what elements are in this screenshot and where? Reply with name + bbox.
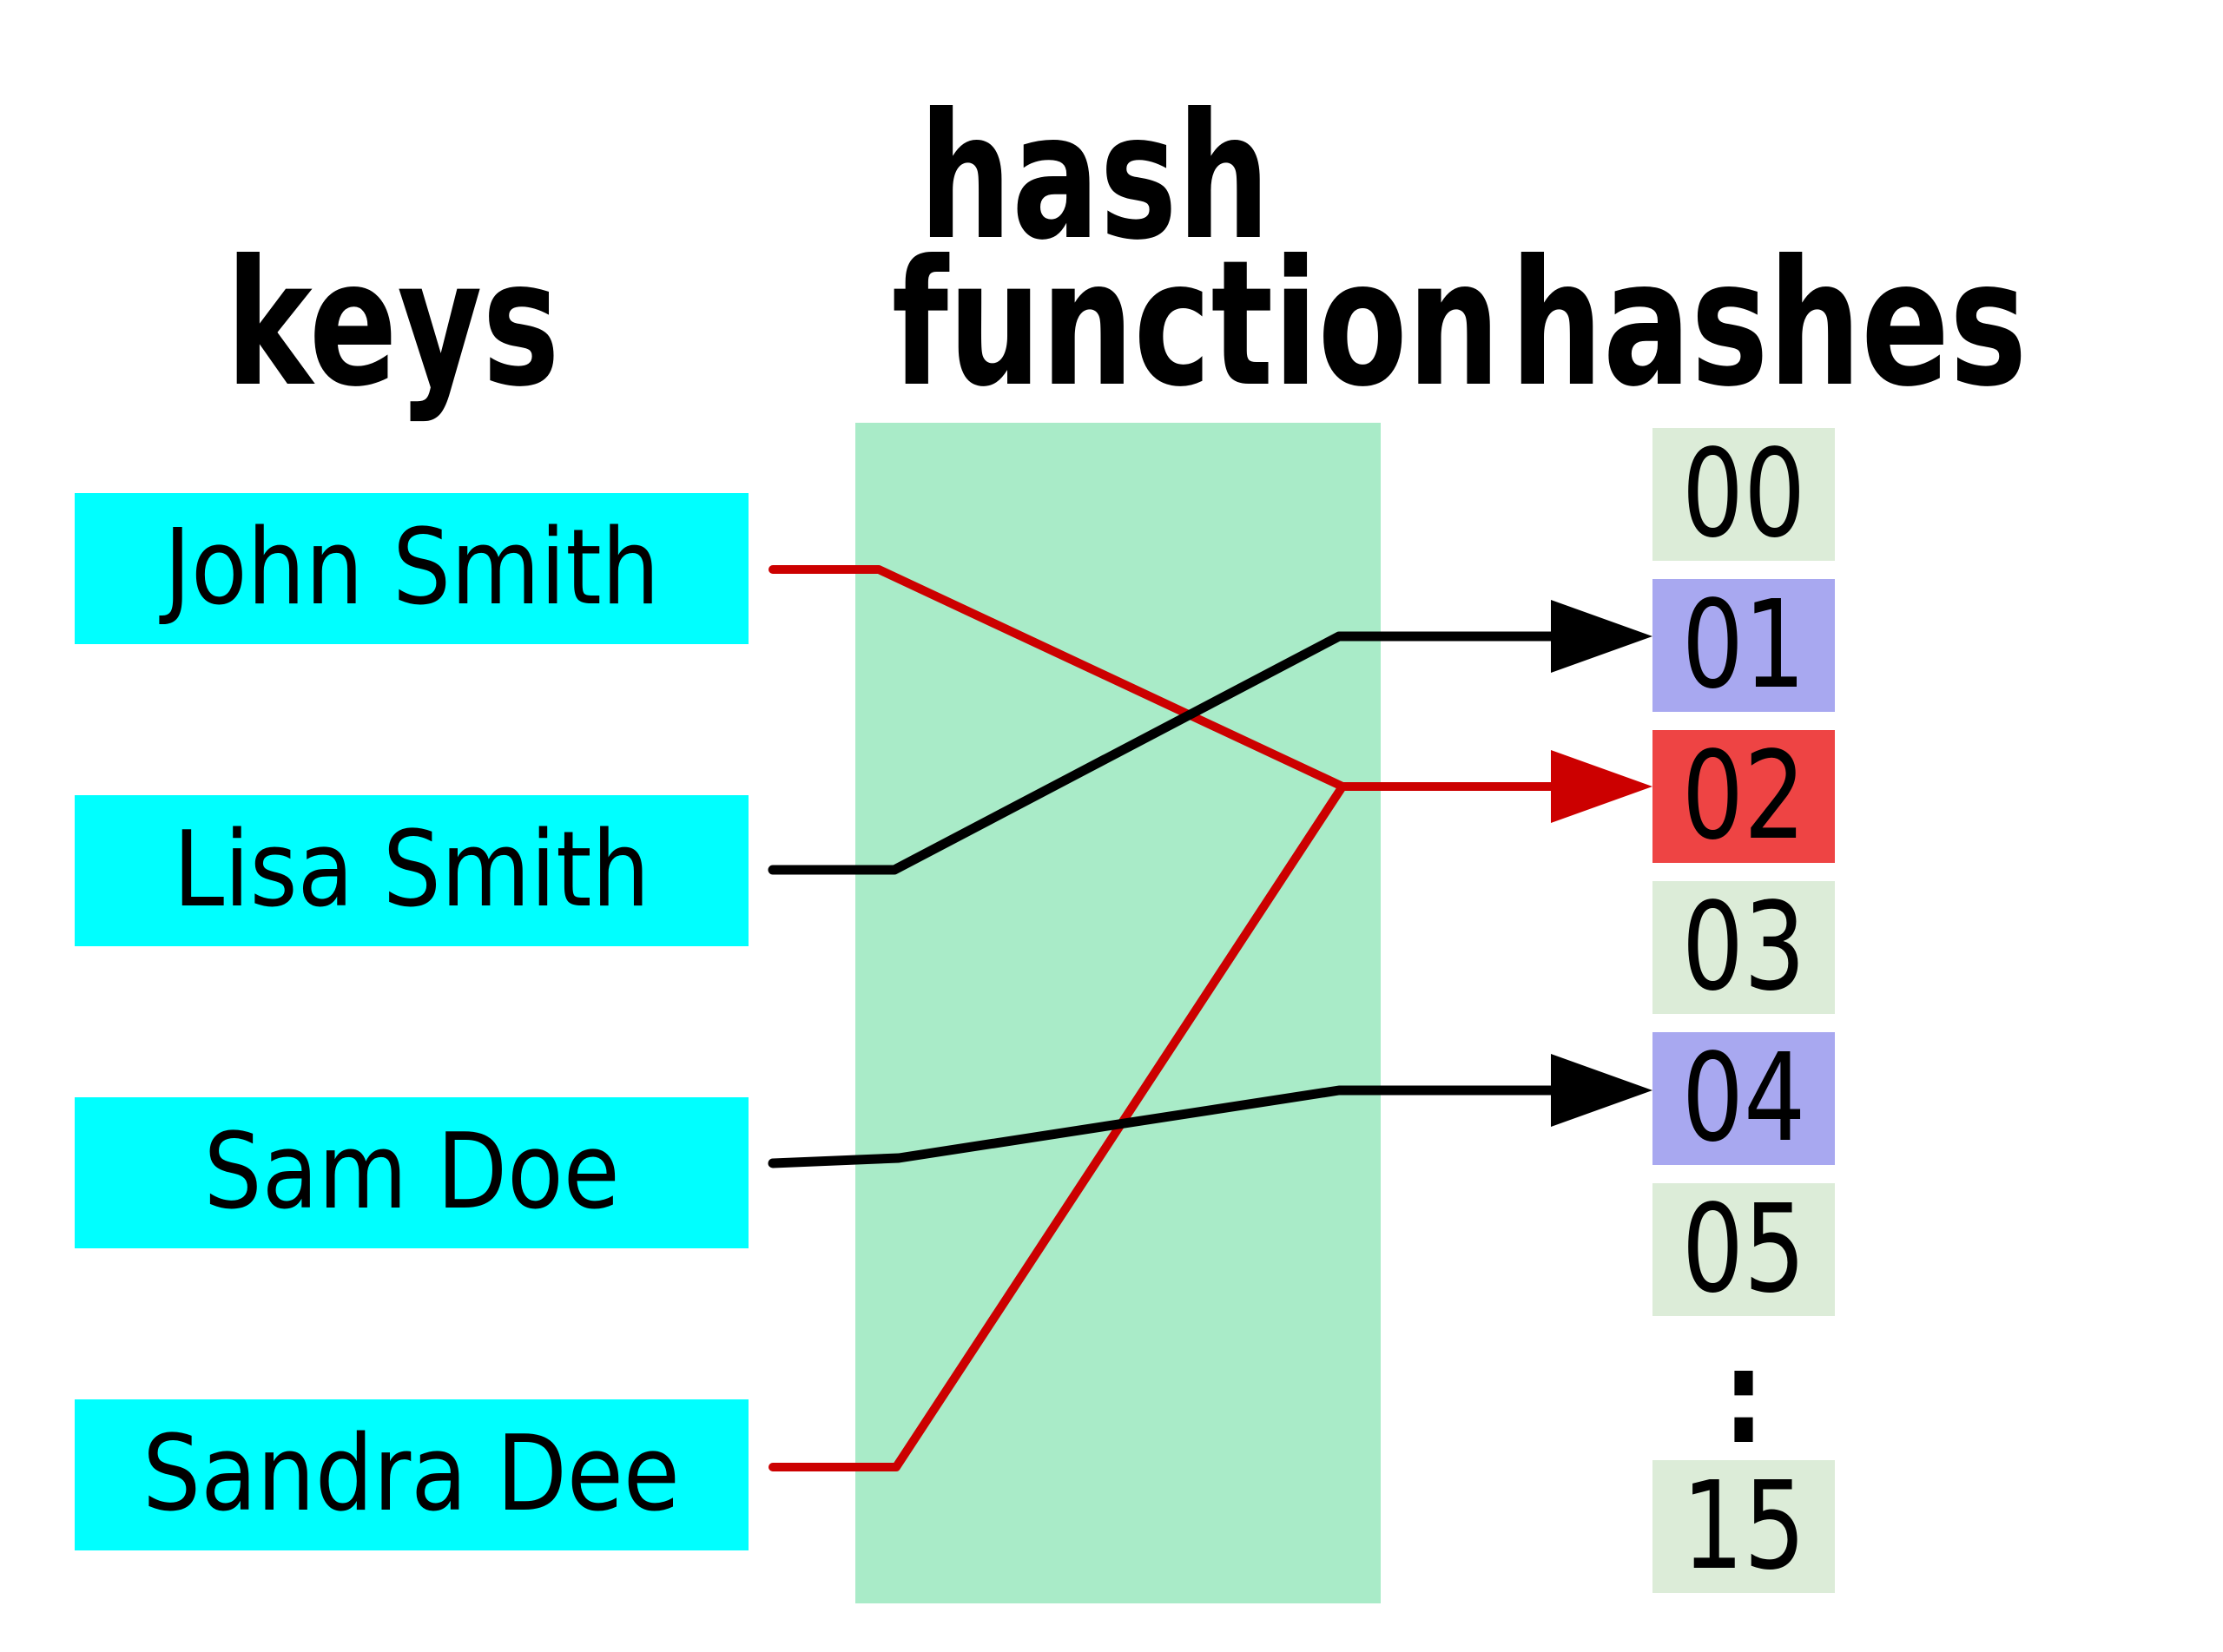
- hash-slot-01: 01: [1652, 579, 1835, 712]
- hash-slot-label: 01: [1681, 574, 1806, 716]
- hash-slot-label: 04: [1681, 1027, 1806, 1169]
- hash-slot-label: 05: [1681, 1178, 1806, 1320]
- header-hash-function-line1: hash: [918, 76, 1270, 279]
- arrowhead-01: [1551, 600, 1652, 673]
- key-label: Lisa Smith: [173, 810, 650, 931]
- header-keys: keys: [225, 223, 560, 425]
- key-box-john-smith: John Smith: [75, 493, 749, 644]
- hash-slot-05: 05: [1652, 1183, 1835, 1316]
- hash-slot-00: 00: [1652, 428, 1835, 561]
- key-label: John Smith: [163, 508, 660, 629]
- key-label: Sandra Dee: [142, 1414, 681, 1535]
- key-box-sam-doe: Sam Doe: [75, 1097, 749, 1248]
- header-hashes: hashes: [1510, 223, 2028, 425]
- hash-slot-ellipsis: :: [1652, 1333, 1835, 1463]
- hash-slot-03: 03: [1652, 881, 1835, 1014]
- hash-slot-02-collision: 02: [1652, 730, 1835, 863]
- key-label: Sam Doe: [203, 1112, 620, 1233]
- hash-slot-label: 00: [1681, 423, 1806, 565]
- header-hash-function-line2: function: [891, 223, 1501, 425]
- arrowhead-04: [1551, 1054, 1652, 1127]
- hash-function-band: [855, 423, 1381, 1603]
- hash-slot-label: 15: [1681, 1455, 1806, 1597]
- hash-slot-label: 02: [1681, 725, 1806, 867]
- hash-slot-label: :: [1723, 1322, 1765, 1473]
- arrowhead-02: [1551, 750, 1652, 823]
- key-box-sandra-dee: Sandra Dee: [75, 1399, 749, 1550]
- hash-slot-04: 04: [1652, 1032, 1835, 1165]
- hash-slot-label: 03: [1681, 876, 1806, 1018]
- key-box-lisa-smith: Lisa Smith: [75, 795, 749, 946]
- hash-slot-15: 15: [1652, 1460, 1835, 1593]
